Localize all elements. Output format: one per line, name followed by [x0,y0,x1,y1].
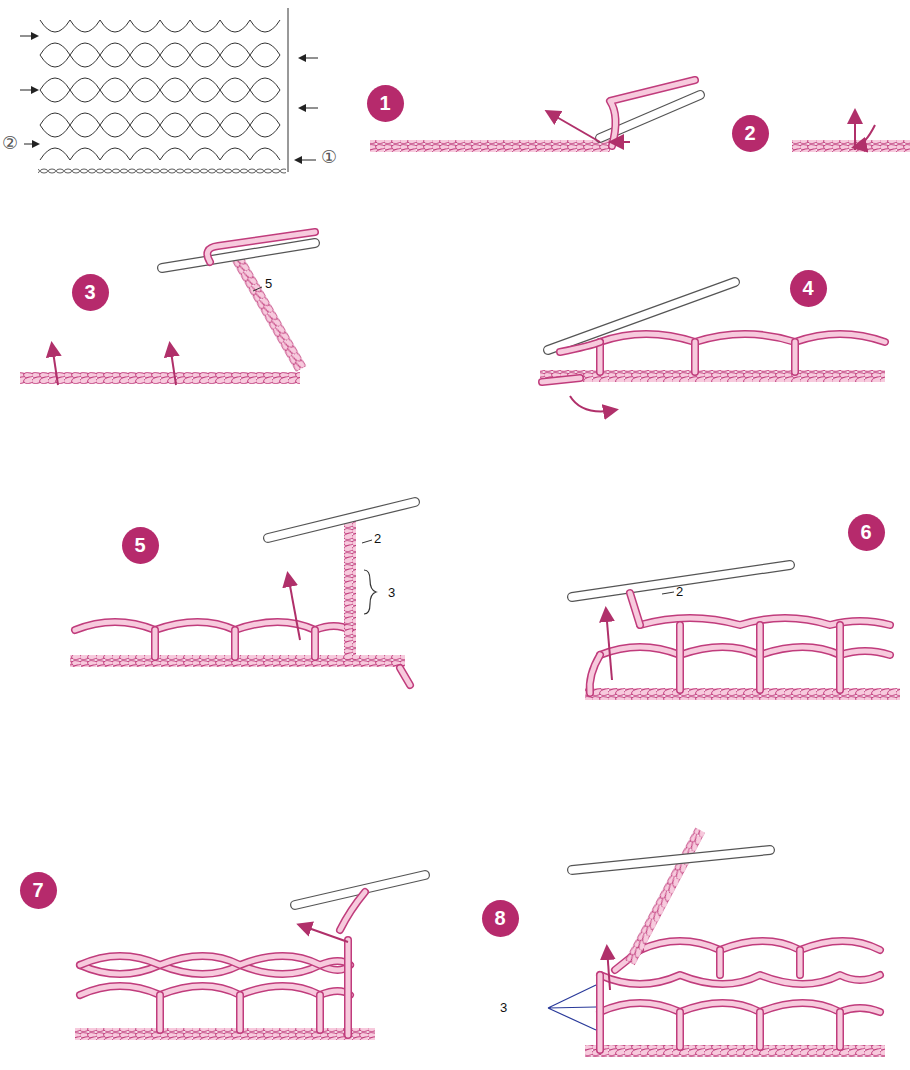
step-number: 2 [732,115,769,152]
step-number-text: 7 [32,879,43,902]
step-number: 1 [367,85,404,122]
step-number: 8 [482,900,519,937]
step-number: 5 [122,527,159,564]
step-number-text: 3 [84,281,95,304]
step-number-text: 6 [860,521,871,544]
step-number: 3 [72,274,109,311]
step-number-text: 5 [134,534,145,557]
callout-number: 2 [374,532,381,545]
step-number-text: 1 [379,92,390,115]
step-number-text: 8 [494,907,505,930]
callout-number: 3 [388,586,395,599]
step-number: 6 [848,514,885,551]
step-number-text: 4 [802,277,813,300]
step-number: 7 [20,872,57,909]
callout-number: ② [2,134,18,152]
step-number: 4 [790,270,827,307]
callout-number: 5 [265,277,272,290]
callout-number: 3 [500,1001,507,1014]
callout-number: 2 [676,585,683,598]
callout-number: ① [321,148,337,166]
step-number-text: 2 [744,122,755,145]
